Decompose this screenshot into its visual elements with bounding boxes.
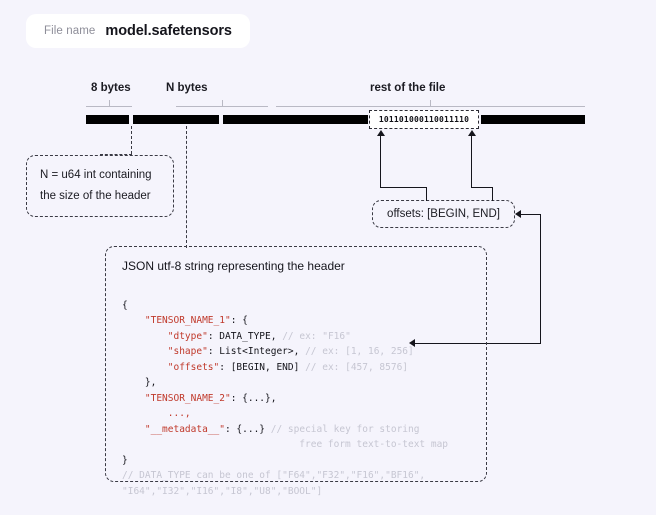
segment-label-rest-of-file: rest of the file (370, 82, 446, 94)
code-line-close: } (122, 454, 128, 466)
code-line-open: { (122, 299, 128, 311)
code-line-offsets: "offsets": [BEGIN, END] // ex: [457, 857… (167, 361, 409, 373)
n-bytes-line-2: the size of the header (40, 190, 151, 202)
segment-label-n-bytes: N bytes (166, 82, 208, 94)
offsets-begin-arrow-drop (426, 187, 428, 201)
diagram-canvas: File name model.safetensors 8 bytes N by… (26, 14, 585, 497)
leader-n-box-horizontal (100, 154, 132, 155)
code-line-datatype-1: // DATA_TYPE can be one of ["F64","F32",… (122, 470, 426, 481)
offsets-begin-arrow-elbow (380, 187, 427, 189)
binary-callout: 101101000110011110 (369, 110, 479, 129)
code-line-datatype-2: "I64","I32","I16","I8","U8","BOOL"] (122, 485, 323, 497)
json-offsets-arrowhead-into-box (515, 210, 521, 218)
json-offsets-connector-vertical (540, 214, 542, 344)
json-header-panel: JSON utf-8 string representing the heade… (105, 246, 487, 497)
code-line-dtype: "dtype": DATA_TYPE, // ex: "F16" (167, 330, 351, 342)
file-bar-segment-data-left (223, 115, 368, 124)
code-line-ellipsis: ..., (167, 408, 191, 419)
file-name-value: model.safetensors (105, 23, 232, 39)
code-line-tensor-2: "TENSOR_NAME_2": {...}, (144, 392, 277, 404)
file-name-label: File name (44, 25, 96, 37)
json-offsets-connector-into-box (521, 214, 541, 216)
offsets-end-arrowhead (468, 130, 476, 136)
file-bar-segment-data-right (481, 115, 585, 124)
binary-value: 101101000110011110 (378, 115, 470, 124)
offsets-end-arrow-drop (492, 187, 494, 201)
n-bytes-line-1: N = u64 int containing (40, 169, 152, 181)
code-line-shape: "shape": List<Integer>, // ex: [1, 16, 2… (167, 346, 414, 357)
code-line-close-tensor-1: }, (144, 377, 157, 388)
json-code-block: { "TENSOR_NAME_1": { "dtype": DATA_TYPE,… (122, 282, 470, 515)
offsets-annotation-box: offsets: [BEGIN, END] (372, 200, 515, 228)
offsets-annotation-text: offsets: [BEGIN, END] (387, 208, 500, 220)
segment-label-8-bytes: 8 bytes (91, 82, 131, 94)
leader-n-box-vertical (131, 126, 132, 154)
json-panel-title: JSON utf-8 string representing the heade… (122, 259, 345, 273)
file-name-pill: File name model.safetensors (26, 14, 250, 48)
offsets-end-arrow-elbow (471, 187, 493, 189)
ruler-tick-n-bytes (222, 100, 223, 107)
code-line-tensor-1: "TENSOR_NAME_1": { (144, 315, 248, 326)
ruler-tick-8-bytes (109, 100, 110, 107)
offsets-end-arrow-stem (471, 136, 473, 188)
json-offsets-arrowhead-at-code (409, 339, 415, 347)
offsets-begin-arrowhead (377, 130, 385, 136)
json-offsets-connector-horizontal (413, 343, 541, 345)
file-bar-segment-header (133, 115, 219, 124)
file-bar-segment-header-size (86, 115, 129, 124)
guide-header-end (186, 126, 187, 248)
code-line-metadata: "__metadata__": {...} // special key for… (144, 423, 420, 435)
ruler-tick-rest-of-file (430, 100, 431, 107)
n-bytes-annotation-box: N = u64 int containing the size of the h… (26, 155, 174, 217)
code-line-metadata-cont: free form text-to-text map (122, 439, 449, 450)
offsets-begin-arrow-stem (380, 136, 382, 188)
